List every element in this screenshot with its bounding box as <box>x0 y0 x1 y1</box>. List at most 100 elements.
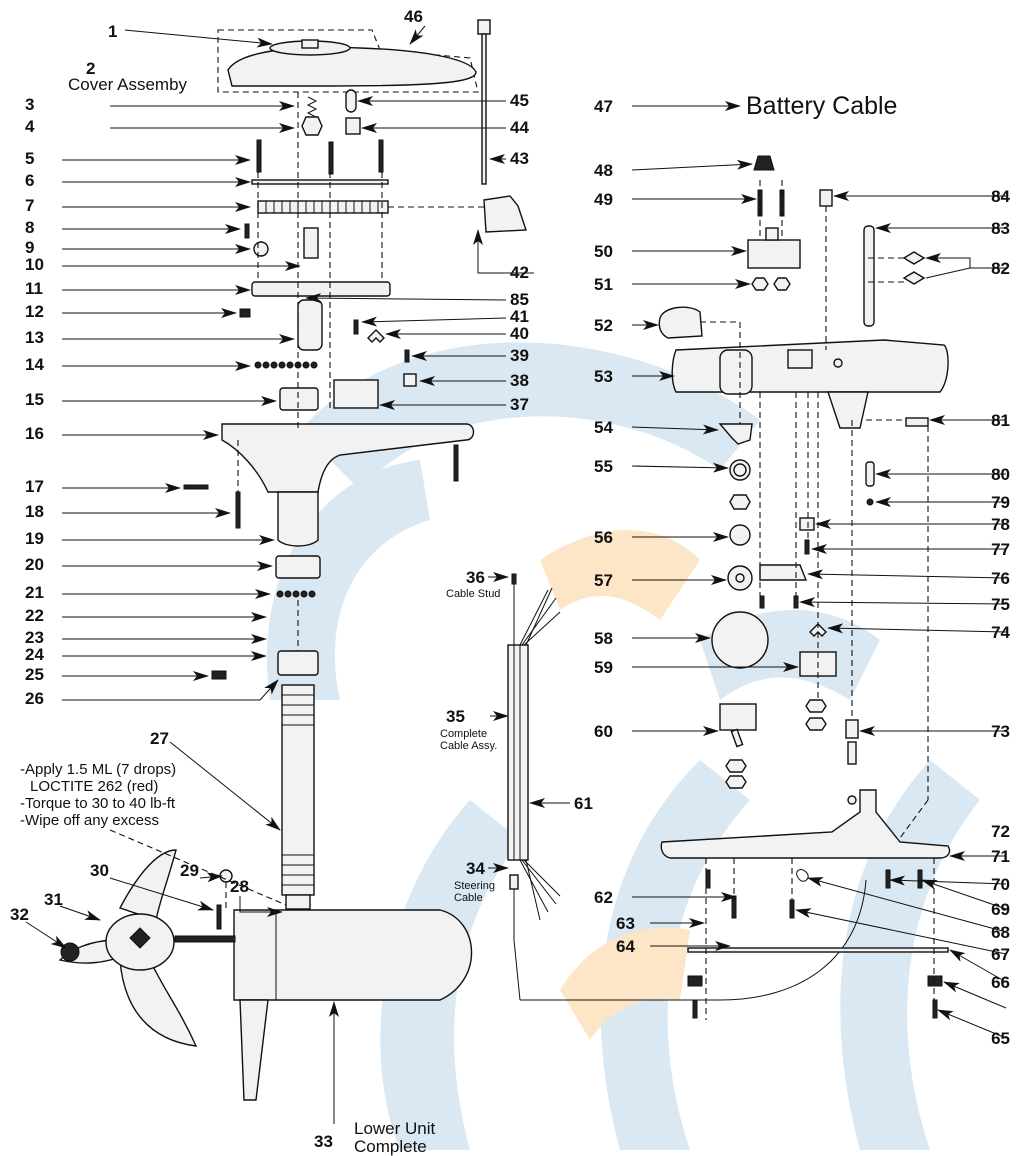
callout-27: 27 <box>150 729 169 748</box>
callout-60: 60 <box>594 722 613 741</box>
callout-38: 38 <box>510 371 529 390</box>
callout-10: 10 <box>25 255 44 274</box>
callout-70: 70 <box>991 875 1010 894</box>
callout-79: 79 <box>991 493 1010 512</box>
callout-80: 80 <box>991 465 1010 484</box>
callout-31: 31 <box>44 890 63 909</box>
cable-assembly <box>507 573 867 1001</box>
callout-81: 81 <box>991 411 1010 430</box>
callout-6: 6 <box>25 171 34 190</box>
callout-55: 55 <box>594 457 613 476</box>
diagram-labels: Battery Cable Cover Assemby Cable Stud C… <box>20 75 897 1156</box>
loctite-note-line-1: -Apply 1.5 ML (7 drops) <box>20 761 176 778</box>
callout-62: 62 <box>594 888 613 907</box>
callout-63: 63 <box>616 914 635 933</box>
callout-32: 32 <box>10 905 29 924</box>
callout-13: 13 <box>25 328 44 347</box>
callout-46: 46 <box>404 7 423 26</box>
callout-17: 17 <box>25 477 44 496</box>
callout-44: 44 <box>510 118 529 137</box>
callout-15: 15 <box>25 390 44 409</box>
callout-22: 22 <box>25 606 44 625</box>
cable-stud-label: Cable Stud <box>446 588 500 600</box>
callout-26: 26 <box>25 689 44 708</box>
callout-18: 18 <box>25 502 44 521</box>
callout-64: 64 <box>616 937 635 956</box>
callout-51: 51 <box>594 275 613 294</box>
callout-36: 36 <box>466 568 485 587</box>
callout-58: 58 <box>594 629 613 648</box>
lower-unit-label-2: Complete <box>354 1137 427 1156</box>
callout-85: 85 <box>510 290 529 309</box>
loctite-note-line-4: -Wipe off any excess <box>20 812 159 829</box>
callout-75: 75 <box>991 595 1010 614</box>
callout-28: 28 <box>230 877 249 896</box>
callout-78: 78 <box>991 515 1010 534</box>
callout-72: 72 <box>991 822 1010 841</box>
loctite-note-line-2: LOCTITE 262 (red) <box>30 778 158 795</box>
callout-leaders <box>25 25 1007 1124</box>
callout-61: 61 <box>574 794 593 813</box>
callout-71: 71 <box>991 847 1010 866</box>
callout-53: 53 <box>594 367 613 386</box>
callout-25: 25 <box>25 665 44 684</box>
callout-21: 21 <box>25 583 44 602</box>
callout-19: 19 <box>25 529 44 548</box>
callout-50: 50 <box>594 242 613 261</box>
callout-1: 1 <box>108 22 117 41</box>
callout-65: 65 <box>991 1029 1010 1048</box>
callout-9: 9 <box>25 238 34 257</box>
callout-59: 59 <box>594 658 613 677</box>
callout-33: 33 <box>314 1132 333 1151</box>
callout-14: 14 <box>25 355 44 374</box>
callout-7: 7 <box>25 196 34 215</box>
callout-66: 66 <box>991 973 1010 992</box>
callout-11: 11 <box>25 279 43 298</box>
mount-assembly <box>658 155 951 1020</box>
callout-20: 20 <box>25 555 44 574</box>
complete-cable-label-2: Cable Assy. <box>440 740 497 752</box>
callout-34: 34 <box>466 859 485 878</box>
steering-cable-label-1: Steering <box>454 880 495 892</box>
callout-52: 52 <box>594 316 613 335</box>
callout-73: 73 <box>991 722 1010 741</box>
callout-3: 3 <box>25 95 34 114</box>
callout-40: 40 <box>510 324 529 343</box>
callout-45: 45 <box>510 91 529 110</box>
callout-76: 76 <box>991 569 1010 588</box>
callout-12: 12 <box>25 302 44 321</box>
callout-82: 82 <box>991 259 1010 278</box>
steering-cable-label-2: Cable <box>454 892 483 904</box>
callout-56: 56 <box>594 528 613 547</box>
callout-67: 67 <box>991 945 1010 964</box>
callout-16: 16 <box>25 424 44 443</box>
callout-57: 57 <box>594 571 613 590</box>
lower-unit-label-1: Lower Unit <box>354 1119 436 1138</box>
callout-74: 74 <box>991 623 1010 642</box>
callout-42: 42 <box>510 263 529 282</box>
callout-29: 29 <box>180 861 199 880</box>
callout-5: 5 <box>25 149 34 168</box>
callout-39: 39 <box>510 346 529 365</box>
callout-83: 83 <box>991 219 1010 238</box>
callout-37: 37 <box>510 395 529 414</box>
callout-4: 4 <box>25 117 35 136</box>
motor-head-assembly <box>58 19 527 1101</box>
loctite-note-line-3: -Torque to 30 to 40 lb-ft <box>20 795 176 812</box>
callout-41: 41 <box>510 307 529 326</box>
callout-47: 47 <box>594 97 613 116</box>
callout-84: 84 <box>991 187 1010 206</box>
callout-77: 77 <box>991 540 1010 559</box>
callout-35: 35 <box>446 707 465 726</box>
callout-23: 23 <box>25 628 44 647</box>
callout-numbers: 1 2 3 4 5 6 7 8 9 10 11 12 13 14 15 16 1… <box>10 7 1011 1151</box>
callout-8: 8 <box>25 218 34 237</box>
callout-54: 54 <box>594 418 613 437</box>
callout-49: 49 <box>594 190 613 209</box>
callout-24: 24 <box>25 645 44 664</box>
callout-69: 69 <box>991 900 1010 919</box>
cover-assembly-label: Cover Assemby <box>68 75 188 94</box>
callout-48: 48 <box>594 161 613 180</box>
callout-43: 43 <box>510 149 529 168</box>
